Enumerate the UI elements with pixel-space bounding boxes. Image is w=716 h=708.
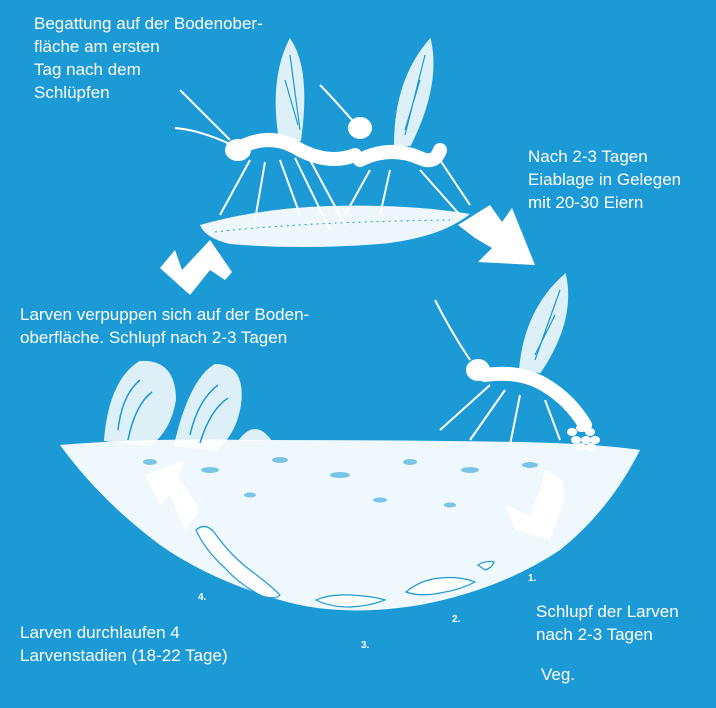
mating-soil-strip [200,206,470,247]
mating-label: Begattung auf der Bodenober- fläche am e… [34,12,263,104]
gnat-icon [435,275,585,445]
egg-laying-label: Nach 2-3 Tagen Eiablage in Gelegen mit 2… [528,145,681,214]
stage-number-1: 1. [528,573,536,584]
stage-number-4: 4. [198,592,206,603]
larval-stages-label: Larven durchlaufen 4 Larvenstadien (18-2… [20,621,228,667]
pupa-icon [105,362,270,450]
pupation-label: Larven verpuppen sich auf der Boden- obe… [20,303,309,349]
stage-number-3: 3. [361,640,369,651]
stage-number-2: 2. [452,614,460,625]
gnat-icon [320,40,470,215]
footer-label: Veg. [541,663,575,686]
hatching-label: Schlupf der Larven nach 2-3 Tagen [536,600,679,646]
